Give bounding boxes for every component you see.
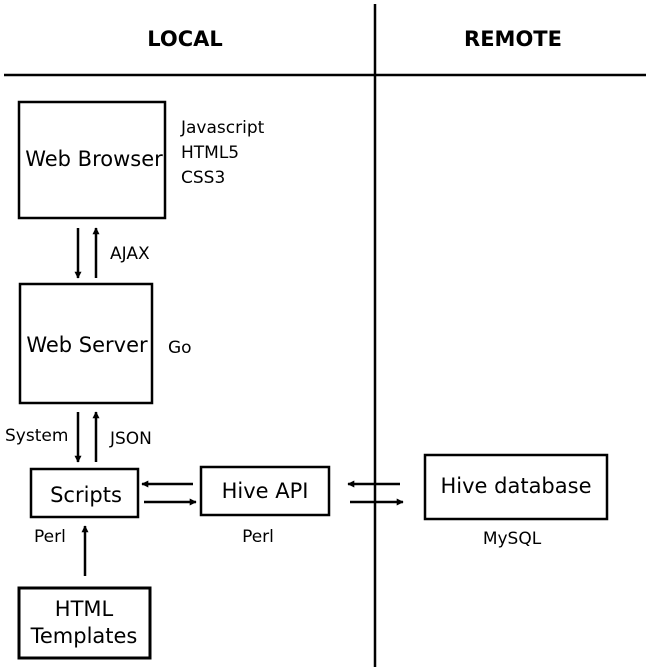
web-browser-tech-1: Javascript [180, 118, 265, 138]
html-templates-label-line1: HTML [55, 597, 114, 621]
web-browser-label: Web Browser [25, 147, 163, 171]
local-heading: LOCAL [147, 27, 223, 51]
hive-api-box [199, 465, 331, 517]
json-label: JSON [109, 429, 152, 449]
web-browser-tech-2: HTML5 [181, 143, 239, 163]
html-templates-box [17, 586, 152, 660]
web-server-tech: Go [168, 338, 192, 358]
scripts-api-arrows [141, 480, 197, 506]
hive-database-node: Hive database [423, 453, 609, 521]
scripts-node: Scripts [29, 467, 140, 519]
hive-database-tech: MySQL [483, 529, 542, 549]
web-browser-box [17, 100, 167, 220]
system-label: System [5, 426, 68, 446]
hive-api-node: Hive API [199, 465, 331, 517]
templates-scripts-arrow: Perl [34, 525, 89, 576]
hive-database-label: Hive database [440, 474, 591, 498]
scripts-label: Scripts [50, 483, 122, 507]
ajax-label: AJAX [110, 244, 150, 264]
api-database-arrows [347, 480, 404, 506]
hive-api-label: Hive API [222, 479, 309, 503]
hive-database-box [423, 453, 609, 521]
remote-heading: REMOTE [464, 27, 562, 51]
browser-server-arrows: AJAX [74, 227, 150, 279]
server-scripts-arrows: System JSON [5, 411, 152, 463]
html-templates-label-line2: Templates [30, 624, 138, 648]
web-browser-tech-3: CSS3 [181, 168, 225, 188]
scripts-box [29, 467, 140, 519]
web-server-label: Web Server [26, 333, 148, 357]
web-server-node: Web Server [18, 282, 154, 405]
html-templates-node: HTML Templates [17, 586, 152, 660]
web-browser-tech-list: Javascript HTML5 CSS3 [180, 118, 265, 188]
hive-api-tech: Perl [242, 527, 274, 547]
templates-perl-label: Perl [34, 527, 66, 547]
web-server-box [18, 282, 154, 405]
web-browser-node: Web Browser [17, 100, 167, 220]
